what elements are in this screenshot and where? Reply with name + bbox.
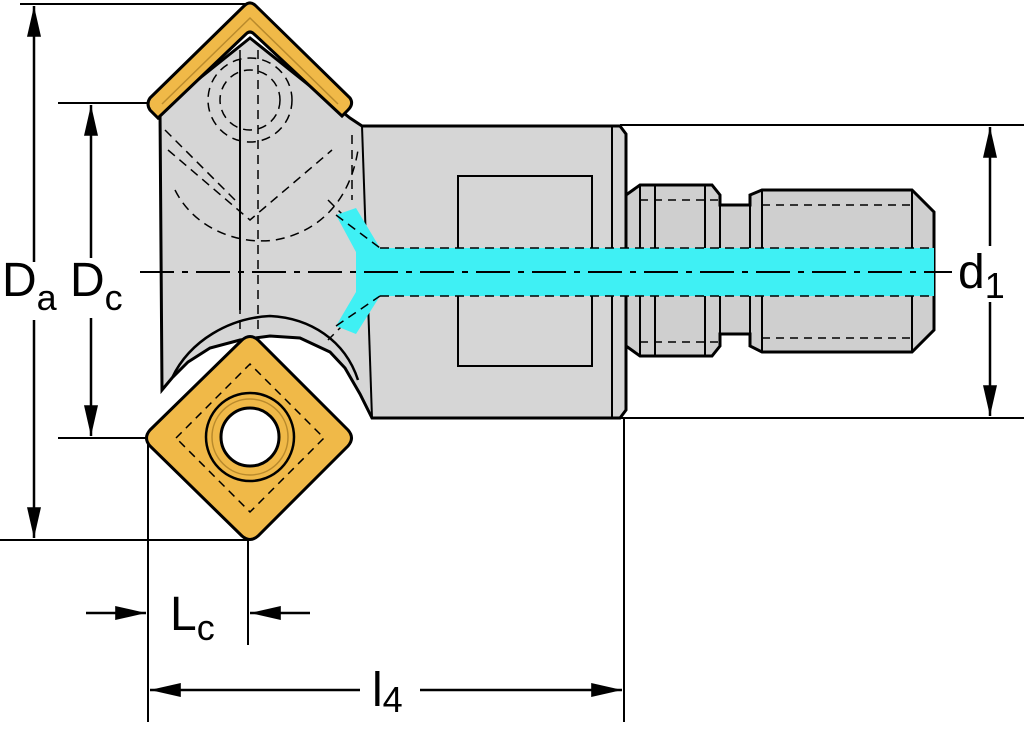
cutter-body	[158, 36, 628, 420]
label-lc: Lc	[170, 588, 215, 648]
dimension-lines	[27, 6, 997, 697]
top-insert	[146, 1, 354, 121]
top-insert-shape	[146, 1, 354, 121]
label-da: Da	[2, 254, 58, 318]
label-d1: d1	[958, 246, 1005, 306]
label-dc: Dc	[70, 254, 123, 318]
dimension-labels: Da Dc d1 Lc l4	[2, 246, 1005, 720]
extension-lines	[0, 3, 1024, 722]
bottom-insert	[145, 335, 353, 541]
insert-screw-hole	[219, 406, 281, 468]
label-l4: l4	[372, 664, 403, 720]
